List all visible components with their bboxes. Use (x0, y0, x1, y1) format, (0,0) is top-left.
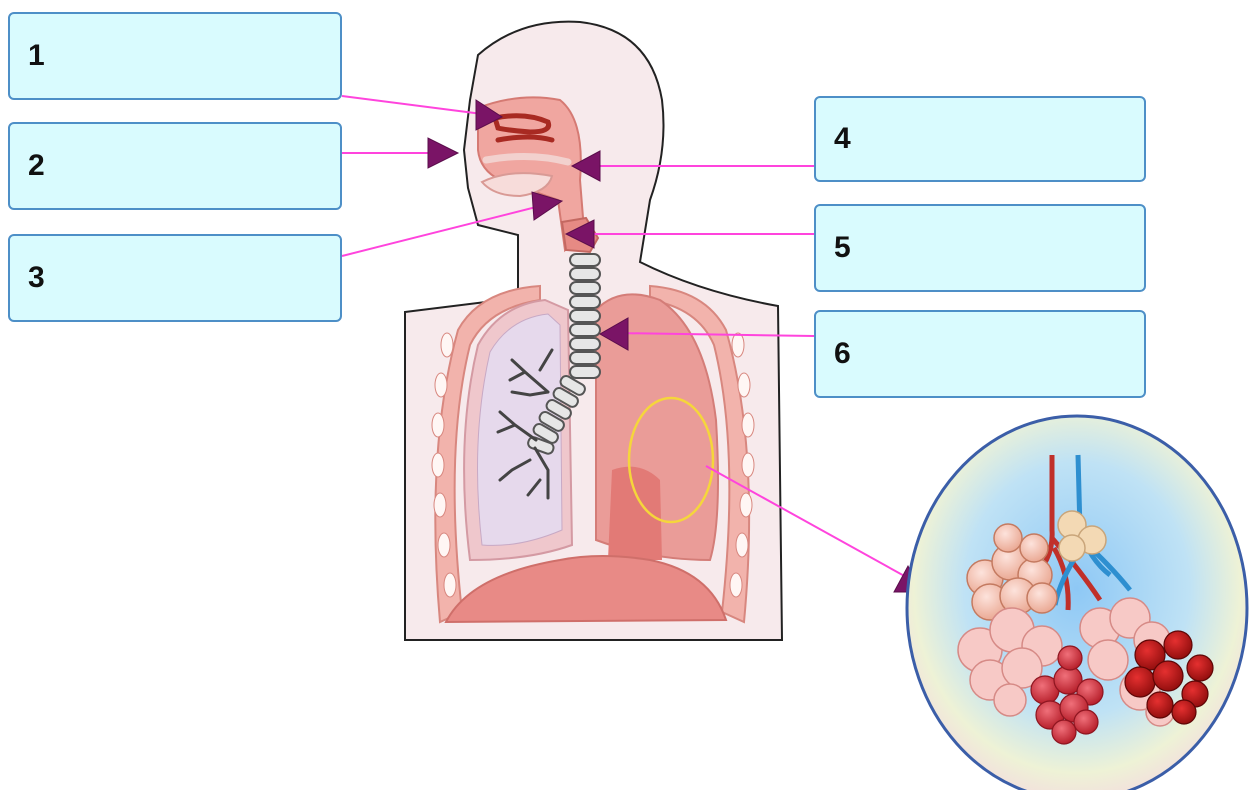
label-box-2[interactable]: 2 (8, 122, 342, 210)
alveoli-inset (907, 416, 1247, 790)
label-number-1: 1 (28, 39, 45, 73)
trachea (570, 254, 600, 378)
label-box-3[interactable]: 3 (8, 234, 342, 322)
label-number-4: 4 (834, 122, 851, 156)
heart-region (608, 467, 662, 560)
label-number-5: 5 (834, 231, 851, 265)
label-box-4[interactable]: 4 (814, 96, 1146, 182)
label-box-6[interactable]: 6 (814, 310, 1146, 398)
label-box-5[interactable]: 5 (814, 204, 1146, 292)
label-number-2: 2 (28, 149, 45, 183)
label-box-1[interactable]: 1 (8, 12, 342, 100)
arrow-2 (428, 138, 458, 168)
label-number-6: 6 (834, 337, 851, 371)
label-number-3: 3 (28, 261, 45, 295)
